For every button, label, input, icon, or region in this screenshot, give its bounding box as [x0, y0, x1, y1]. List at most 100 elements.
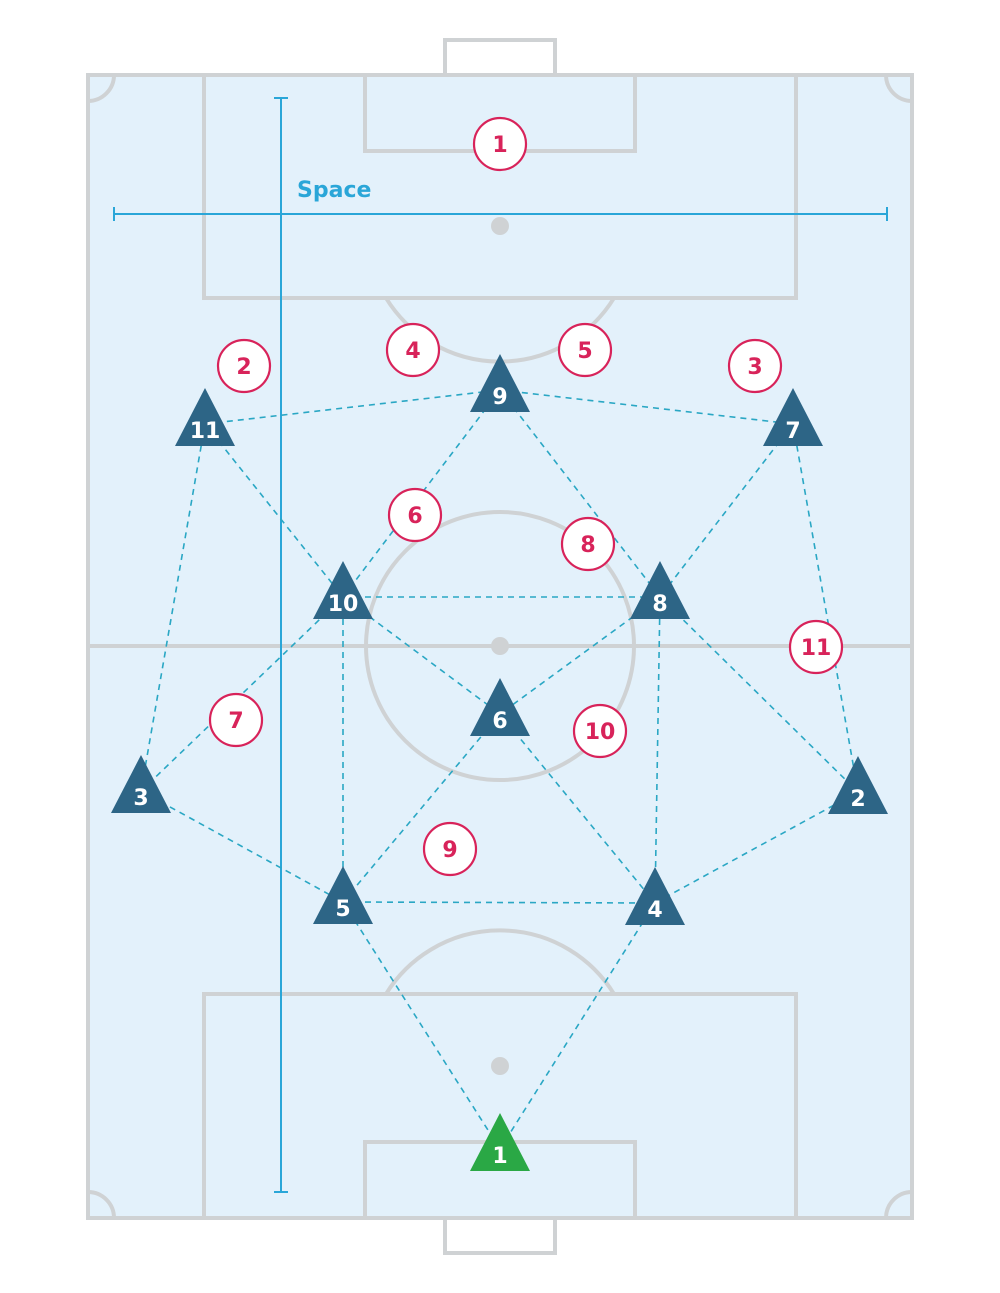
pass-line-7-2	[792, 423, 859, 793]
player-triangle	[630, 561, 690, 619]
opponent-marker: 10	[572, 703, 628, 759]
pass-line-7-8	[659, 423, 794, 598]
player-number: 4	[647, 898, 662, 923]
penalty-spot-bottom	[491, 1057, 509, 1075]
team-player-marker: 4	[625, 867, 685, 925]
opponent-number: 9	[442, 838, 457, 863]
pass-line-5-4	[342, 901, 656, 904]
penalty-arc-bottom	[384, 928, 616, 996]
player-triangle	[470, 678, 530, 736]
opponent-circle	[727, 338, 783, 394]
opponent-circle	[208, 692, 264, 748]
pass-line-6-4	[499, 713, 656, 904]
player-number: 5	[335, 897, 350, 922]
opponent-marker: 7	[208, 692, 264, 748]
player-number: 8	[652, 592, 667, 617]
opponent-marker: 5	[557, 322, 613, 378]
player-triangle	[313, 866, 373, 924]
passing-network	[140, 389, 859, 1150]
opponent-marker: 4	[385, 322, 441, 378]
opponent-markers: 1 2 3 4 5 6 7 8 9 10 11	[208, 116, 844, 877]
opponent-marker: 8	[560, 516, 616, 572]
team-player-marker: 1	[470, 1113, 530, 1171]
pass-line-11-10	[204, 423, 344, 598]
opponent-number: 2	[236, 355, 251, 380]
pass-line-5-6	[342, 713, 501, 903]
corner-arc-bottom-left	[87, 1190, 116, 1219]
player-number: 1	[492, 1144, 507, 1169]
pass-line-3-5	[140, 790, 344, 903]
corner-arc-top-right	[884, 74, 913, 103]
opponent-circle	[472, 116, 528, 172]
team-player-marker: 5	[313, 866, 373, 924]
corner-arc-bottom-right	[884, 1190, 913, 1219]
pass-line-4-1	[499, 902, 656, 1150]
center-spot	[491, 637, 509, 655]
team-player-marker: 2	[828, 756, 888, 814]
player-number: 11	[190, 419, 221, 444]
opponent-number: 6	[407, 504, 422, 529]
opponent-number: 3	[747, 355, 762, 380]
opponent-circle	[572, 703, 628, 759]
player-triangle	[625, 867, 685, 925]
player-number: 3	[133, 786, 148, 811]
field-markings	[86, 38, 914, 1255]
pass-line-4-2	[654, 791, 859, 904]
player-number: 10	[328, 592, 359, 617]
opponent-marker: 9	[422, 821, 478, 877]
team-player-marker: 10	[313, 561, 373, 619]
space-label: Space	[297, 178, 371, 203]
opponent-number: 10	[585, 720, 616, 745]
goal-bottom	[443, 1216, 557, 1255]
team-player-marker: 9	[470, 354, 530, 412]
player-triangle	[111, 755, 171, 813]
team-player-marker: 7	[763, 388, 823, 446]
opponent-number: 8	[580, 533, 595, 558]
opponent-circle	[788, 619, 844, 675]
opponent-marker: 3	[727, 338, 783, 394]
player-number: 6	[492, 709, 507, 734]
penalty-spot-top	[491, 217, 509, 235]
opponent-marker: 1	[472, 116, 528, 172]
opponent-circle	[557, 322, 613, 378]
pass-line-10-3	[140, 596, 344, 792]
player-triangle	[175, 388, 235, 446]
opponent-circle	[385, 322, 441, 378]
opponent-number: 7	[228, 709, 243, 734]
pass-line-9-7	[499, 389, 794, 425]
opponent-marker: 6	[387, 487, 443, 543]
opponent-marker: 2	[216, 338, 272, 394]
opponent-circle	[387, 487, 443, 543]
player-triangle	[828, 756, 888, 814]
opponent-circle	[422, 821, 478, 877]
corner-arc-top-left	[87, 74, 116, 103]
opponent-number: 5	[577, 339, 592, 364]
opponent-number: 1	[492, 133, 507, 158]
pass-line-5-1	[342, 901, 501, 1150]
pass-line-8-2	[659, 596, 859, 793]
goalkeeper-triangle	[470, 1113, 530, 1171]
goal-top	[443, 38, 557, 77]
player-number: 2	[850, 787, 865, 812]
space-marker: Space	[113, 97, 888, 1193]
opponent-circle	[216, 338, 272, 394]
team-player-marker: 11	[175, 388, 235, 446]
player-triangle	[470, 354, 530, 412]
opponent-number: 11	[801, 636, 832, 661]
team-player-marker: 3	[111, 755, 171, 813]
team-markers: 1 2 3 4 5 6 7 8 9 10 11	[111, 354, 888, 1171]
team-player-marker: 8	[630, 561, 690, 619]
player-number: 9	[492, 385, 507, 410]
opponent-number: 4	[405, 339, 420, 364]
player-number: 7	[785, 419, 800, 444]
team-player-marker: 6	[470, 678, 530, 736]
pass-line-8-4	[654, 596, 661, 904]
center-circle	[364, 510, 636, 782]
pass-line-11-9	[204, 389, 501, 425]
player-triangle	[763, 388, 823, 446]
opponent-marker: 11	[788, 619, 844, 675]
opponent-circle	[560, 516, 616, 572]
pass-line-11-3	[140, 423, 206, 792]
player-triangle	[313, 561, 373, 619]
